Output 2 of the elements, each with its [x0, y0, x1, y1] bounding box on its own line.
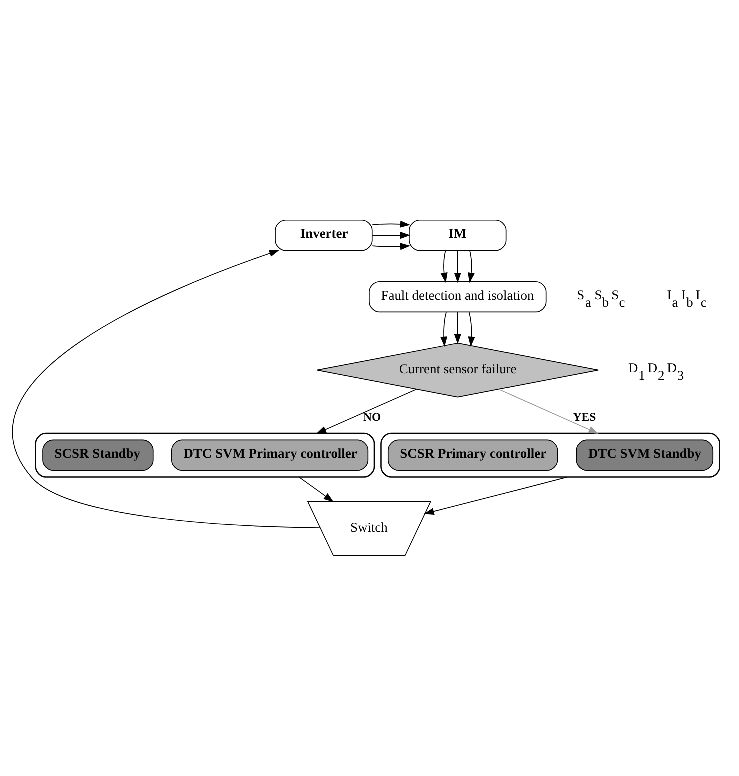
edge-label: YES: [573, 410, 596, 424]
edge-label: NO: [364, 410, 382, 424]
